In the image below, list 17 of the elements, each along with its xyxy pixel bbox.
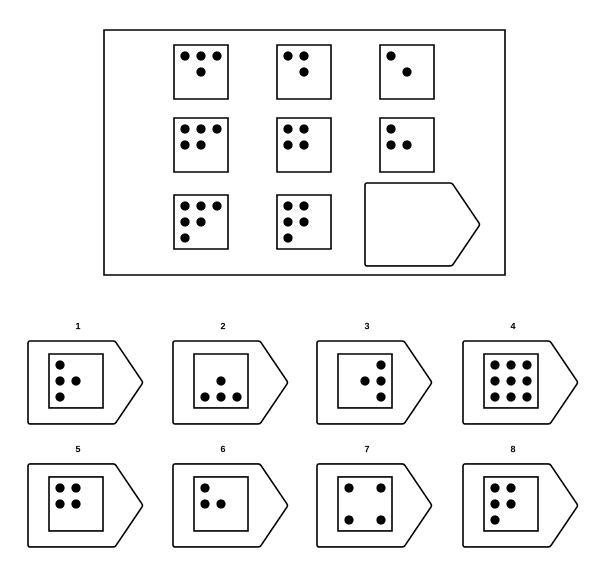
- answer-card: [27, 340, 144, 425]
- answer-card: [316, 340, 432, 425]
- answer-card: [172, 463, 288, 548]
- option-number: 4: [510, 322, 516, 330]
- answer-card: [172, 340, 288, 425]
- answer-card: [462, 340, 578, 425]
- option-number: 7: [364, 446, 370, 452]
- option-number: 5: [76, 446, 80, 452]
- answer-card: [27, 463, 144, 548]
- option-number: 3: [364, 322, 370, 330]
- blank-card: [364, 182, 480, 267]
- option-number: 2: [220, 322, 226, 330]
- answer-card: [316, 463, 432, 548]
- option-number: 8: [510, 446, 516, 452]
- answer-card: [462, 463, 578, 548]
- option-number: 6: [220, 446, 226, 452]
- option-number: 1: [76, 322, 80, 330]
